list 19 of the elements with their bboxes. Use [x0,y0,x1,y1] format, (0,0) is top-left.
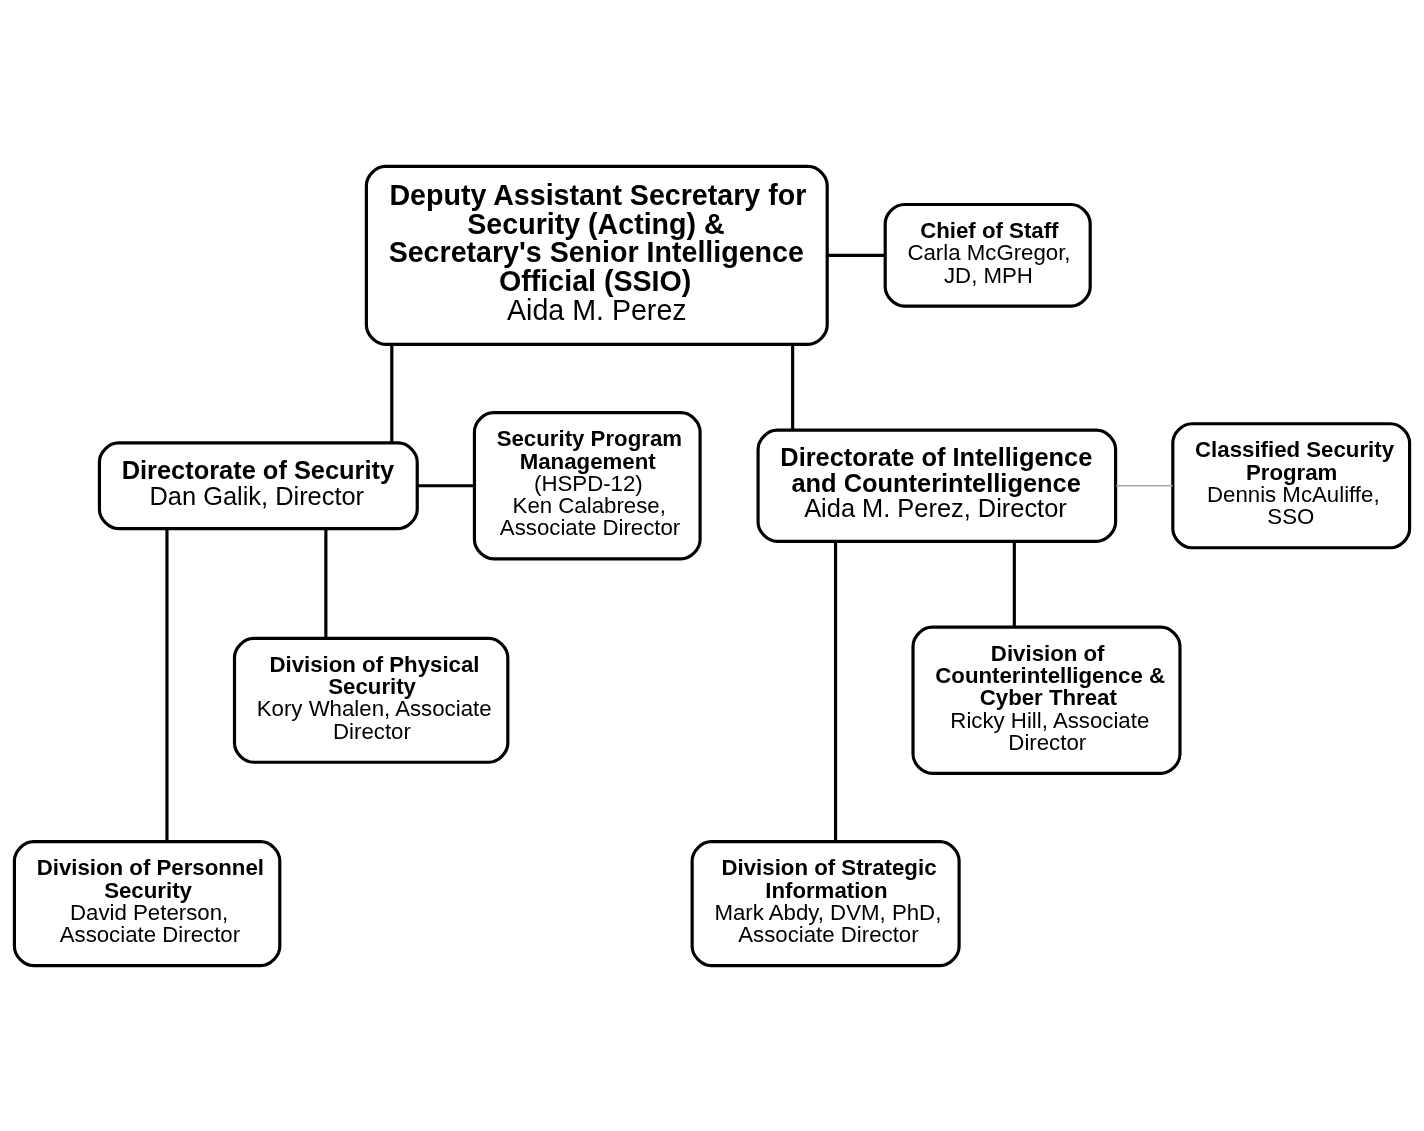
node-box: Division of Personnel Security David Peterson, Associate Director [12,839,282,967]
connector [324,528,328,638]
node-box: Division of Strategic Information Mark Abdy, DVM, PhD, Associate Director [690,839,961,967]
connector [390,343,394,443]
connector [165,528,169,841]
node-box: Chief of Staff Carla McGregor, JD, MPH [883,202,1092,308]
connector [827,253,886,257]
node-box: Division of Counterintelligence & Cyber Threat Ricky Hill, Associate Director [911,625,1182,775]
node-box: Security Program Management (HSPD-12) Ken Calabrese, Associate Director [472,410,702,560]
node-box: Directorate of Security Dan Galik, Director [97,440,419,530]
node-box: Classified Security Program Dennis McAuliffe, SSO [1171,421,1412,549]
connector [1115,484,1174,487]
connector [417,483,475,487]
connector [1012,541,1016,627]
node-box: Directorate of Intelligence and Counterintelligence Aida M. Perez, Director [756,428,1118,543]
node-box: Division of Physical Security Kory Whalen, Associate Director [232,636,510,764]
node-box: Deputy Assistant Secretary for Security (Acting) & Secretary's Senior Intelligence Official (SSIO) Aida M. Perez [364,164,829,346]
connector [791,343,795,429]
connector [833,541,838,841]
